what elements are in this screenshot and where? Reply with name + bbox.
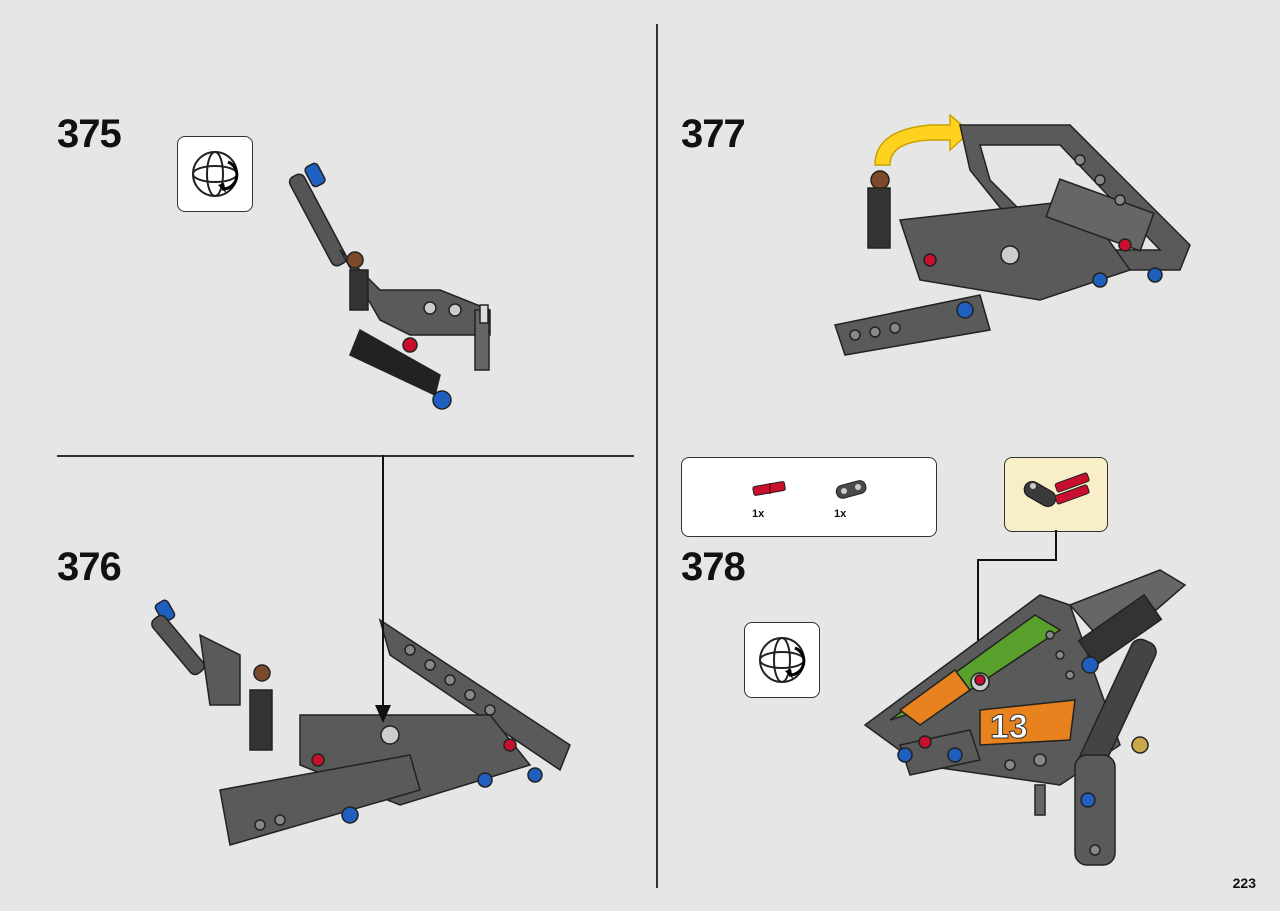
step-378-model: 13 xyxy=(863,569,1187,866)
step-375-model xyxy=(288,162,491,410)
step-number-376: 376 xyxy=(57,545,122,589)
horizontal-divider xyxy=(57,455,634,457)
parts-list: 1x 1x xyxy=(681,457,937,537)
insertion-arrow xyxy=(375,455,391,723)
step-number-378: 378 xyxy=(681,545,746,589)
rotate-model-icon xyxy=(177,136,253,212)
page-number: 223 xyxy=(1232,875,1256,891)
step-377-model xyxy=(834,113,1191,356)
part-quantity: 1x xyxy=(752,508,765,520)
sub-assembly-callout xyxy=(1004,457,1108,532)
rotate-model-icon xyxy=(744,622,820,698)
part-quantity: 1x xyxy=(834,508,847,520)
yellow-turn-arrow-icon xyxy=(874,113,972,166)
dark-gray-liftarm-icon xyxy=(835,480,867,499)
step-376-model xyxy=(151,599,571,846)
svg-text:13: 13 xyxy=(990,708,1028,746)
red-axle-pin-icon xyxy=(752,481,786,496)
step-number-375: 375 xyxy=(57,112,122,156)
step-number-377: 377 xyxy=(681,112,746,156)
vertical-divider xyxy=(656,24,658,888)
